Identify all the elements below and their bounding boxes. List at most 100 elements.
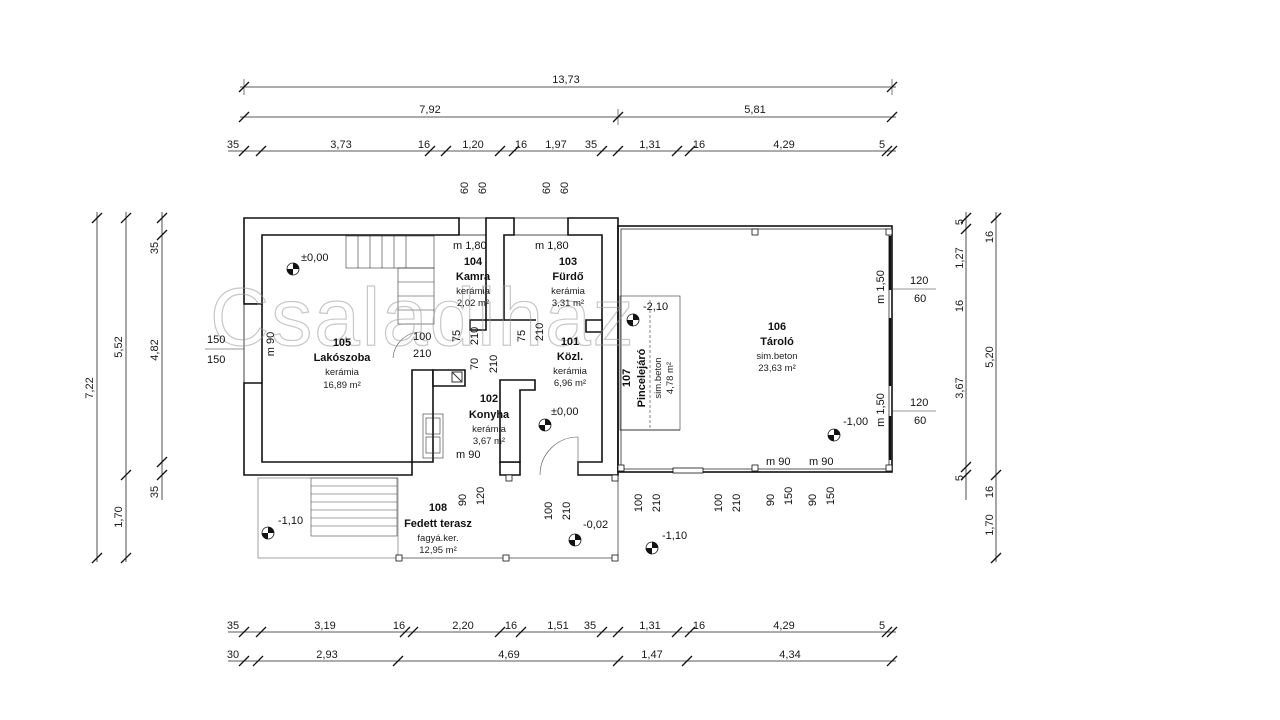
- level-label: -1,10: [278, 515, 303, 527]
- door-swings: [392, 331, 579, 476]
- dim-right-d: 1,27: [954, 247, 966, 268]
- room-material: fagyá.ker.: [417, 533, 458, 544]
- room-name: Lakószoba: [314, 352, 372, 364]
- label-m90-konyha: m 90: [456, 449, 480, 461]
- room-103: 103 Fürdő kerámia 3,31 m²: [551, 256, 586, 309]
- room-material: kerámia: [456, 286, 491, 297]
- dim-bot1-7: 1,31: [639, 620, 660, 632]
- level-marker-5: -1,10: [261, 515, 303, 540]
- dim-top-d0: 35: [227, 139, 239, 151]
- label-b100a: 100: [543, 502, 555, 520]
- dim-bot1-4: 16: [505, 620, 517, 632]
- dim-right-t1: 5: [954, 219, 966, 225]
- label-d210b: 210: [534, 323, 546, 341]
- room-name: Közl.: [557, 351, 583, 363]
- room-105: 105 Lakószoba kerámia 16,89 m²: [314, 337, 372, 391]
- label-b100b: 100: [633, 494, 645, 512]
- top-dimensions: 13,73 7,92 5,81 35 3,73 16 1,20 16 1,97 …: [227, 74, 898, 194]
- dim-left-overall: 7,22: [84, 377, 96, 398]
- room-number: 103: [559, 256, 577, 268]
- label-w150b: 150: [207, 354, 225, 366]
- window-marks: [243, 217, 568, 383]
- room-area: 4,78 m²: [665, 362, 676, 394]
- dim-right-t4: 5: [954, 475, 966, 481]
- label-d210: 210: [413, 348, 431, 360]
- dim-right-t2: 16: [954, 300, 966, 312]
- room-name: Fürdő: [552, 271, 583, 283]
- label-b100c: 100: [713, 494, 725, 512]
- kitchen-fixtures: [422, 371, 463, 459]
- dim-bot2-2: 4,69: [498, 649, 519, 661]
- label-d210c: 210: [488, 355, 500, 373]
- internal-stairs: [345, 235, 435, 325]
- storage-structure: [617, 225, 893, 474]
- dim-left-b: 1,70: [113, 506, 125, 527]
- label-b210b: 210: [651, 494, 663, 512]
- dim-left-t1: 35: [149, 242, 161, 254]
- room-area: 12,95 m²: [419, 545, 457, 556]
- label-m90-lako: m 90: [265, 332, 277, 356]
- label-m180b: m 1,80: [535, 240, 569, 252]
- dim-bot1-6: 35: [584, 620, 596, 632]
- room-area: 16,89 m²: [323, 380, 361, 391]
- room-name: Kamra: [456, 271, 491, 283]
- dim-top-d6: 35: [585, 139, 597, 151]
- dim-bot1-0: 35: [227, 620, 239, 632]
- opening-top-3: 60: [541, 182, 553, 194]
- dim-right-c: 3,67: [954, 377, 966, 398]
- room-number: 108: [429, 502, 447, 514]
- level-label: ±0,00: [301, 252, 328, 264]
- room-name: Pincelejáró: [636, 348, 648, 407]
- label-d70: 70: [469, 358, 481, 370]
- room-number: 107: [621, 369, 633, 387]
- label-d120b: 120: [910, 397, 928, 409]
- label-b90c: 90: [807, 494, 819, 506]
- dim-top-d7: 1,31: [639, 139, 660, 151]
- level-label: -1,10: [662, 530, 687, 542]
- level-label: -2,10: [643, 301, 668, 313]
- level-marker-4: -1,00: [827, 416, 868, 442]
- room-material: sim.beton: [756, 351, 797, 362]
- dim-right-t3: 16: [984, 231, 996, 243]
- opening-labels: m 1,80 m 1,80 m 90 m 90 m 90 m 90 m 1,50…: [205, 240, 936, 520]
- label-m90-tar1: m 90: [766, 456, 790, 468]
- dim-right-t5: 16: [984, 486, 996, 498]
- level-markers: ±0,00 ±0,00 -2,10 -1,00 -1,10 -0,02: [261, 252, 868, 555]
- room-material: kerámia: [553, 366, 588, 377]
- dim-bot2-4: 4,34: [779, 649, 800, 661]
- opening-top-1: 60: [459, 182, 471, 194]
- level-label: -1,00: [843, 416, 868, 428]
- right-dimensions: 5 1,27 16 3,67 5 16 5,20 16 1,70: [954, 212, 1002, 564]
- room-area: 2,02 m²: [457, 298, 489, 309]
- label-d60a: 60: [914, 293, 926, 305]
- room-number: 105: [333, 337, 351, 349]
- room-area: 3,67 m²: [473, 436, 505, 447]
- label-m180a: m 1,80: [453, 240, 487, 252]
- bottom-dimensions: 35 3,19 16 2,20 16 1,51 35 1,31 16 4,29 …: [227, 620, 898, 667]
- level-marker-3: -2,10: [626, 301, 668, 327]
- room-102: 102 Konyha kerámia 3,67 m²: [469, 393, 510, 447]
- dim-bot1-9: 4,29: [773, 620, 794, 632]
- dim-overall-top: 13,73: [552, 74, 580, 86]
- room-area: 23,63 m²: [758, 363, 796, 374]
- room-104: 104 Kamra kerámia 2,02 m²: [456, 256, 491, 309]
- dim-bot1-1: 3,19: [314, 620, 335, 632]
- level-marker-7: -1,10: [645, 530, 687, 555]
- dim-bot1-8: 16: [693, 620, 705, 632]
- label-b90a: 90: [457, 494, 469, 506]
- room-material: sim.beton: [653, 357, 664, 398]
- label-m150a: m 1,50: [875, 270, 887, 304]
- dim-bot1-10: 5: [879, 620, 885, 632]
- label-d210a: 210: [469, 327, 481, 345]
- left-dimensions: 7,22 5,52 1,70 4,82 35 35: [84, 212, 168, 564]
- dim-top-d5: 1,97: [545, 139, 566, 151]
- dim-bot1-2: 16: [393, 620, 405, 632]
- room-number: 102: [480, 393, 498, 405]
- level-marker-6: -0,02: [568, 519, 608, 547]
- room-108: 108 Fedett terasz fagyá.ker. 12,95 m²: [404, 502, 472, 556]
- dim-right-top: 5,81: [744, 104, 765, 116]
- level-marker-2: ±0,00: [538, 406, 578, 432]
- label-w150: 150: [207, 334, 225, 346]
- dim-top-d3: 1,20: [462, 139, 483, 151]
